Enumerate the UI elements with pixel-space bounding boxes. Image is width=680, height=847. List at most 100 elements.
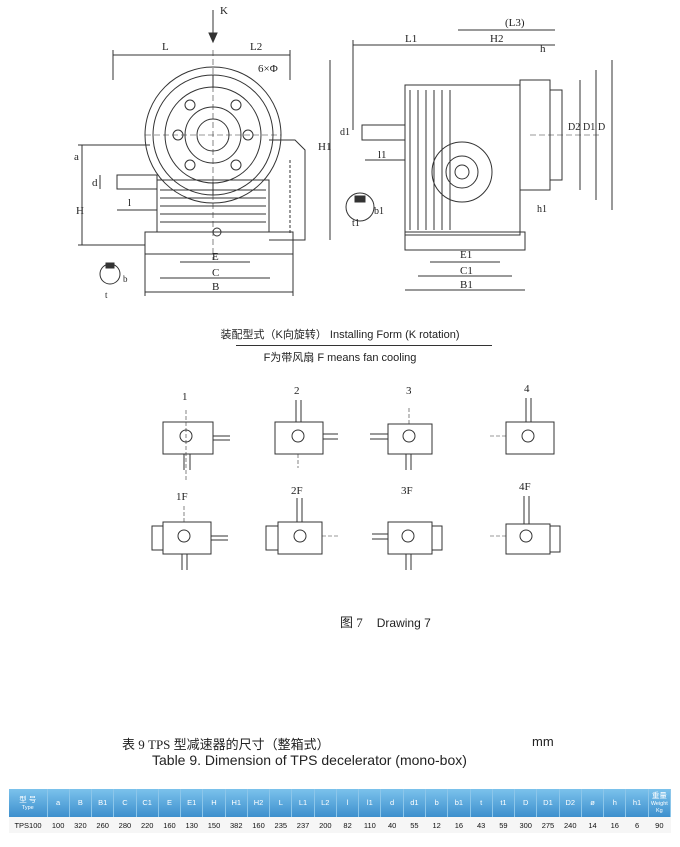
table-cell: TPS100	[9, 817, 47, 833]
table-cell: 200	[314, 817, 337, 833]
column-header: B	[69, 789, 93, 817]
column-header: t1	[492, 789, 516, 817]
label-d-flange: D	[598, 122, 605, 133]
column-header: L	[269, 789, 293, 817]
drawing-caption-cn: 图 7	[340, 615, 363, 630]
column-header: l	[336, 789, 360, 817]
column-header-main: D2	[565, 798, 576, 807]
label-h1-flange: h1	[537, 204, 547, 215]
table-cell: 90	[648, 817, 671, 833]
table-cell: 16	[603, 817, 626, 833]
column-header: ø	[581, 789, 605, 817]
drawing-caption: 图 7 Drawing 7	[340, 612, 431, 631]
label-b1-key: b1	[374, 206, 384, 217]
form-1-label: 1	[182, 391, 188, 403]
column-header: D1	[536, 789, 560, 817]
table-cell: 220	[136, 817, 159, 833]
column-header-main: t	[480, 798, 483, 807]
table-cell: 40	[380, 817, 404, 833]
column-header: h1	[625, 789, 649, 817]
table-cell: 14	[581, 817, 604, 833]
label-d1: d1	[340, 127, 350, 138]
label-b1: B1	[460, 279, 473, 291]
table-cell: 260	[91, 817, 114, 833]
caption-divider	[236, 345, 492, 346]
table-caption-en: Table 9. Dimension of TPS decelerator (m…	[152, 752, 467, 768]
table-cell: 43	[470, 817, 493, 833]
table-cell: 237	[291, 817, 315, 833]
label-a: a	[74, 151, 79, 163]
label-l3: (L3)	[505, 17, 525, 29]
column-header-main: B1	[98, 798, 108, 807]
label-h: H	[76, 205, 84, 217]
column-header-main: E	[166, 798, 172, 807]
column-header-main: d	[390, 798, 395, 807]
table-cell: 55	[403, 817, 426, 833]
label-d: d	[92, 177, 98, 189]
column-header: b	[425, 789, 449, 817]
table-cell: 59	[492, 817, 515, 833]
column-header: B1	[91, 789, 115, 817]
column-header: L2	[314, 789, 337, 817]
column-header-sub: Weight Kg	[650, 801, 668, 814]
column-header: d1	[403, 789, 427, 817]
table-cell: 300	[514, 817, 537, 833]
label-c: C	[212, 267, 219, 279]
column-header-sub: Type	[21, 804, 34, 811]
form-2-label: 2	[294, 385, 300, 397]
column-header-main: L	[278, 798, 283, 807]
form-4f-label: 4F	[519, 481, 531, 493]
label-e: E	[212, 251, 219, 263]
column-header: a	[47, 789, 70, 817]
column-header-main: D1	[543, 798, 553, 807]
label-h1: H1	[318, 141, 331, 153]
table-cell: 382	[225, 817, 248, 833]
form-4-label: 4	[524, 383, 530, 395]
column-header: C	[113, 789, 137, 817]
column-header: l1	[358, 789, 382, 817]
label-l1: L1	[405, 33, 417, 45]
column-header-main: b1	[454, 798, 464, 807]
table-cell: 130	[180, 817, 203, 833]
column-header-main: h	[612, 798, 617, 807]
column-header: E	[158, 789, 182, 817]
column-header-main: l1	[366, 798, 373, 807]
table-cell: 12	[425, 817, 448, 833]
column-header-main: L2	[321, 798, 330, 807]
table-cell: 6	[625, 817, 649, 833]
column-header: D	[514, 789, 538, 817]
table-cell: 235	[269, 817, 292, 833]
form-1f-label: 1F	[176, 491, 188, 503]
drawing-caption-en: Drawing 7	[376, 616, 431, 630]
column-header: E1	[180, 789, 204, 817]
column-header-main: H1	[231, 798, 242, 807]
column-header-main: 型 号	[19, 794, 37, 804]
column-header: t	[470, 789, 493, 817]
column-header: C1	[136, 789, 159, 817]
table-caption-cn: 表 9 TPS 型减速器的尺寸（整箱式）	[122, 737, 330, 752]
column-header-main: D	[523, 798, 529, 807]
column-header-main: h1	[632, 798, 642, 807]
label-h2: H2	[490, 33, 503, 45]
table-cell: 280	[113, 817, 137, 833]
column-header-main: C	[122, 798, 128, 807]
column-header: b1	[447, 789, 471, 817]
label-d1-flange: D1	[583, 122, 595, 133]
label-e1: E1	[460, 249, 472, 261]
table-cell: 275	[536, 817, 560, 833]
column-header: H	[202, 789, 226, 817]
column-header-main: C1	[142, 798, 152, 807]
table-unit: mm	[532, 734, 554, 749]
table-cell: 100	[47, 817, 70, 833]
column-header-main: d1	[410, 798, 419, 807]
column-header: D2	[559, 789, 582, 817]
column-header-main: a	[56, 798, 61, 807]
column-header-main: 重量	[651, 791, 667, 800]
label-holes: 6×Φ	[258, 63, 278, 75]
